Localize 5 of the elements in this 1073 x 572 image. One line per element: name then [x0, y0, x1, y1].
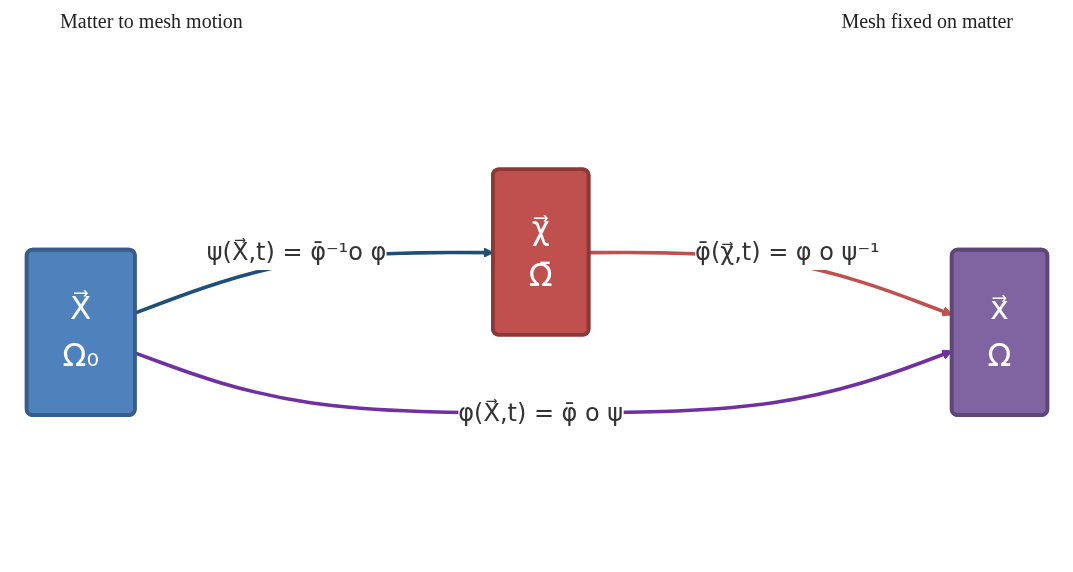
edge-label: φ̄(χ⃗,t) = φ o ψ⁻¹: [694, 237, 880, 267]
edge-label: ψ(X⃗,t) = φ̄⁻¹o φ: [206, 237, 386, 267]
edge-label: φ(X⃗,t) = φ̄ o ψ: [457, 398, 623, 428]
annotation-text: Matter to mesh motion: [60, 10, 243, 34]
annotation-text: Mesh fixed on matter: [841, 10, 1013, 34]
